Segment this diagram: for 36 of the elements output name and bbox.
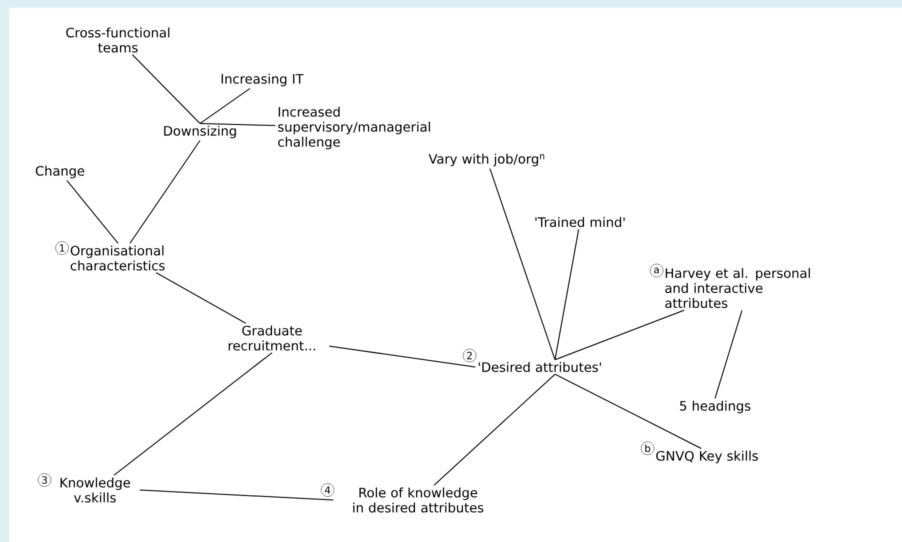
connector-line	[139, 490, 334, 500]
connector-line	[328, 346, 476, 368]
circled-number: 3	[38, 473, 52, 487]
connector-line	[554, 228, 580, 360]
topic-label: Graduate recruitment...	[228, 325, 316, 351]
topic-label: Cross-functional teams	[66, 27, 170, 53]
topic-label: Increasing IT	[222, 74, 304, 86]
topic-label: Organisational characteristics	[70, 245, 165, 271]
circled-number: 2	[462, 348, 476, 362]
circled-number: 4	[320, 483, 334, 497]
connector-line	[132, 54, 200, 124]
connector-line	[113, 352, 272, 476]
topic-label: Knowledge v.skills	[60, 477, 130, 503]
topic-label: Vary with job/org$^{n}$	[428, 154, 544, 166]
topic-label: Downsizing	[164, 126, 236, 138]
connector-line	[200, 88, 250, 124]
topic-label: Increased supervisory/managerial challenge	[278, 106, 430, 150]
topic-label: 5 headings	[680, 400, 750, 414]
topic-label: Harvey et al. personal and interactive attributes	[665, 268, 810, 308]
topic-label: 'Trained mind'	[535, 216, 625, 228]
connector-line	[489, 168, 556, 360]
connector-line	[200, 123, 276, 126]
circled-number: 1	[55, 241, 69, 255]
connector-line	[554, 310, 685, 360]
circled-number: a	[650, 264, 664, 278]
topic-label: GNVQ Key skills	[656, 450, 758, 464]
connector-line	[66, 180, 119, 244]
connector-line	[554, 374, 702, 449]
connector-line	[714, 310, 742, 399]
connector-line	[156, 272, 246, 324]
topic-label: 'Desired attributes'	[478, 362, 601, 372]
topic-label: Role of knowledge in desired attributes	[353, 487, 484, 513]
circled-number: b	[640, 442, 654, 455]
connector-line	[130, 140, 200, 244]
connector-line	[434, 374, 556, 486]
topic-label: Change	[36, 166, 84, 178]
